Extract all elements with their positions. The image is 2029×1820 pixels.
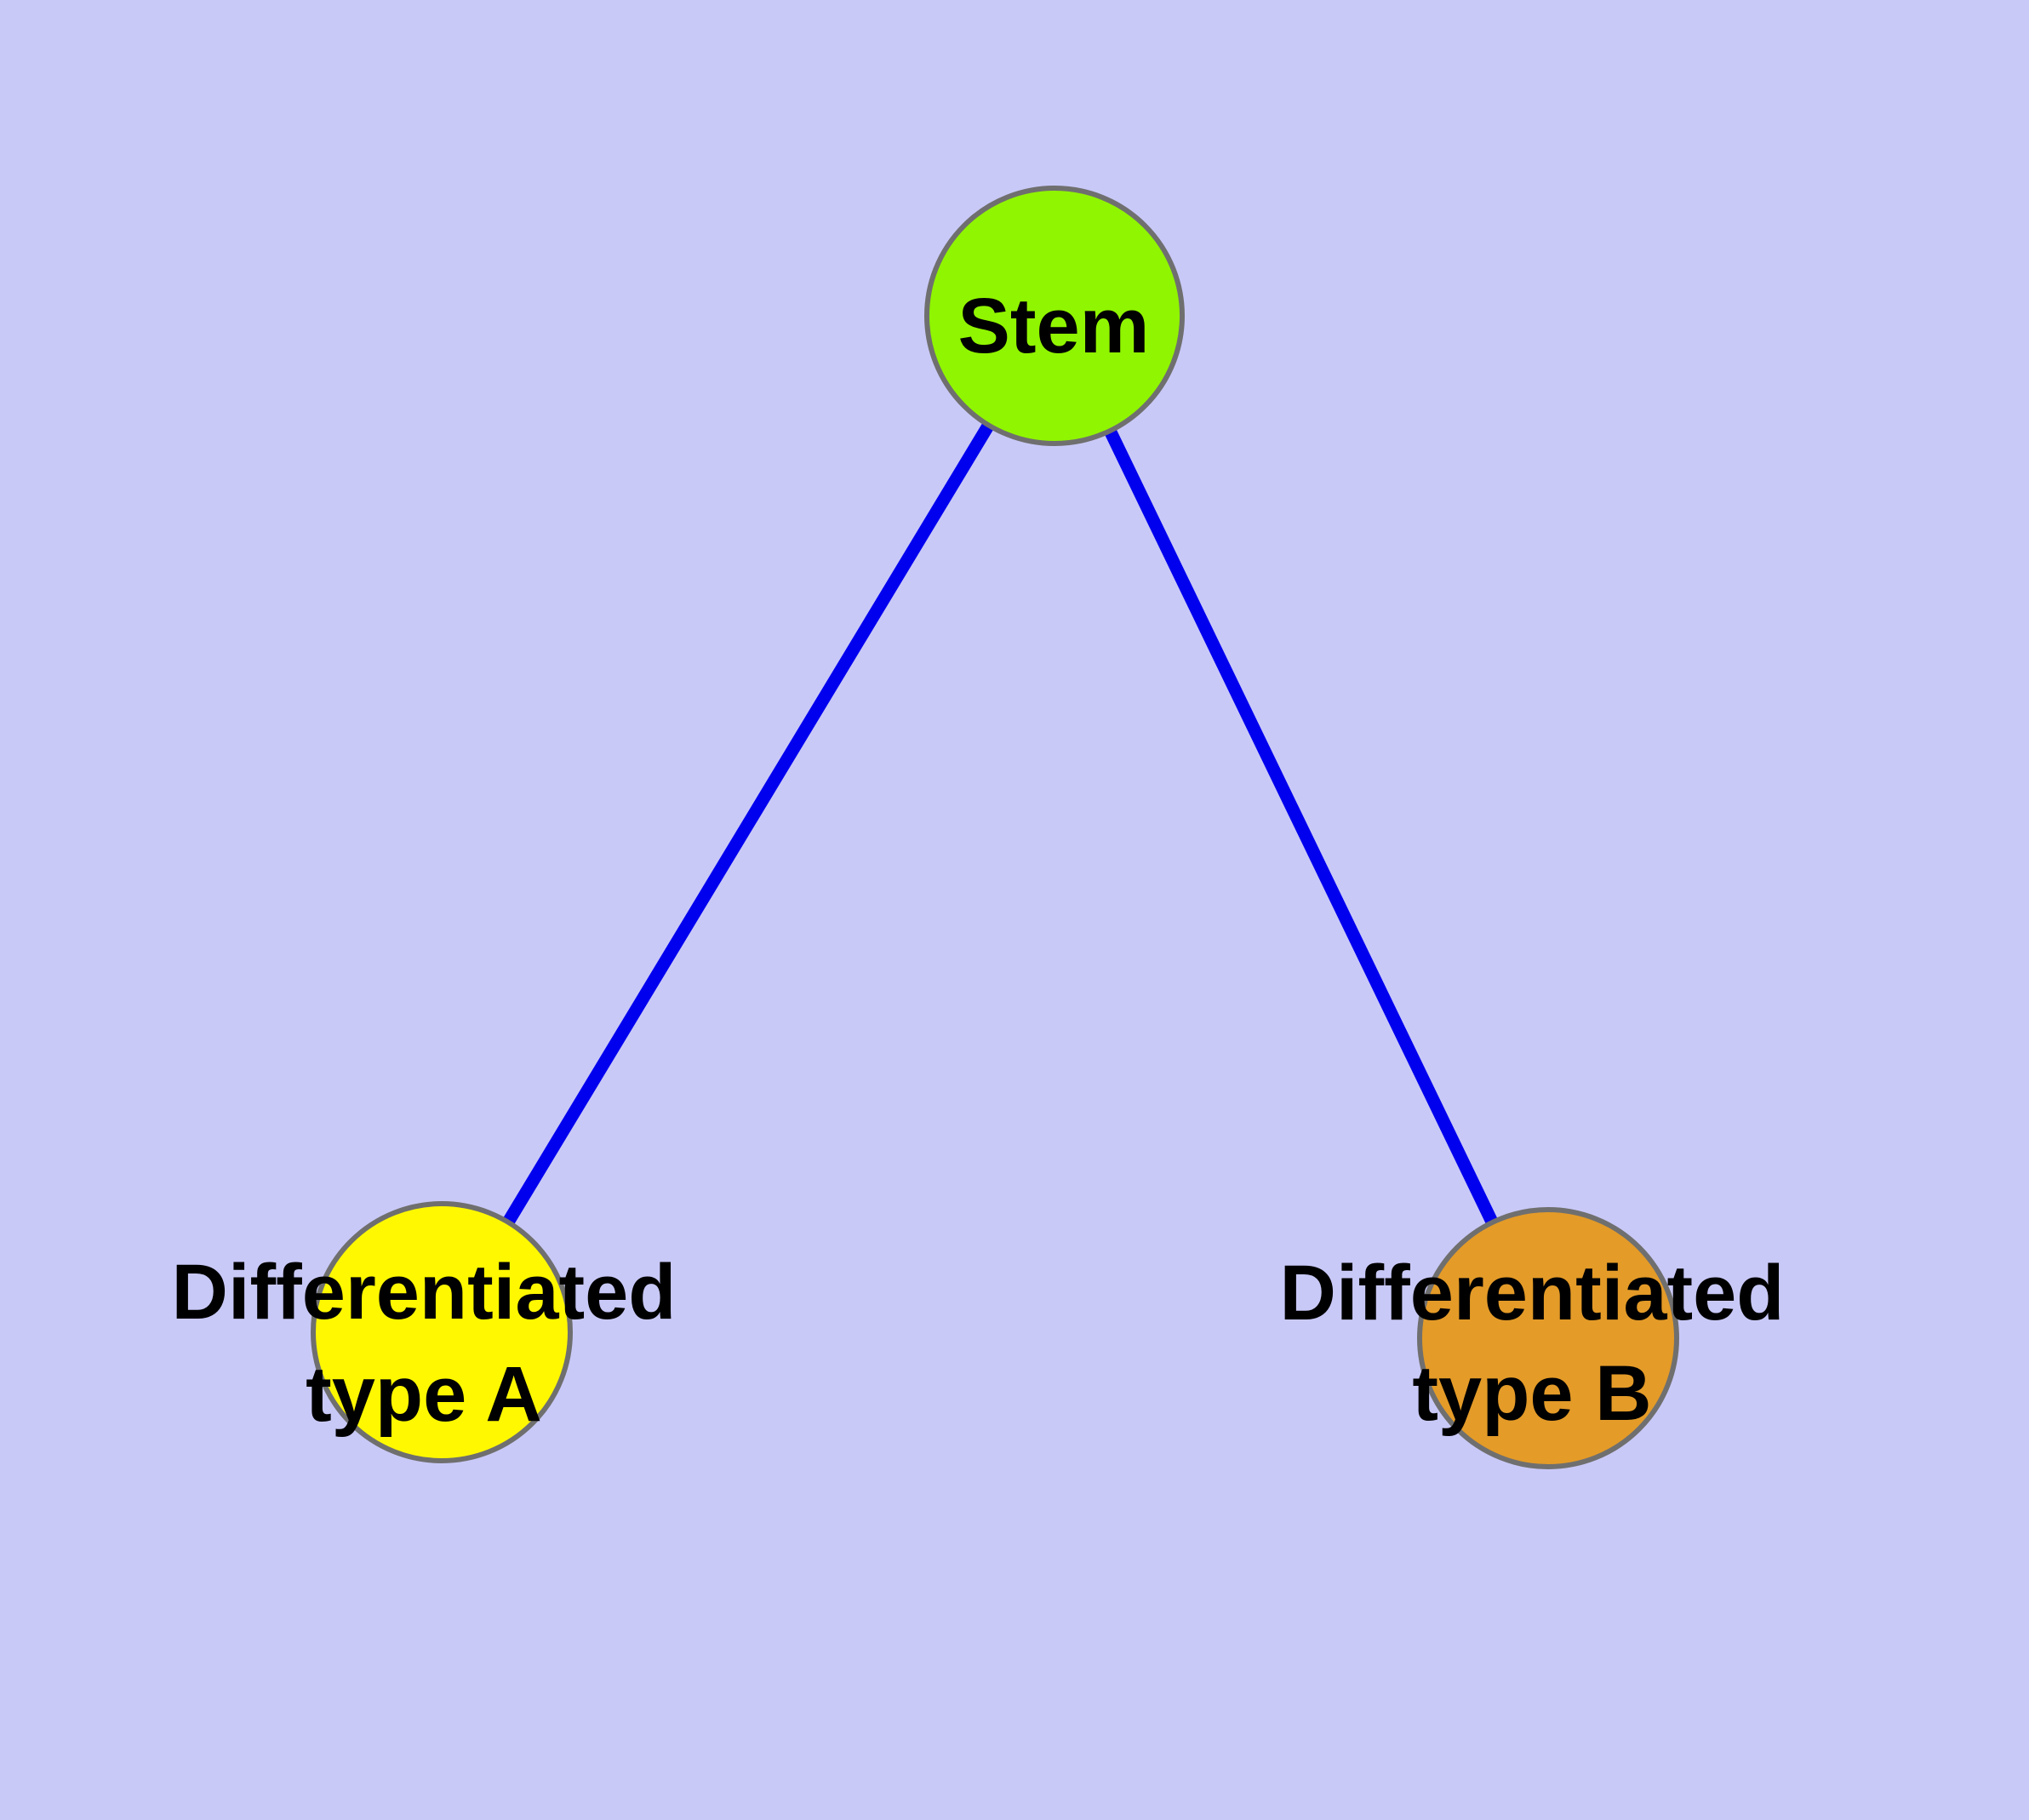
edge-stem-typeB: [1049, 312, 1554, 1342]
edge-stem-typeA: [436, 312, 1060, 1336]
node-typeA-label-line-1: type A: [306, 1351, 542, 1438]
node-typeB-label: Differentiated type B: [1280, 1250, 1785, 1437]
node-typeB-label-line-1: type B: [1412, 1350, 1651, 1437]
node-typeA-circle: [311, 1201, 573, 1463]
node-stem-label-line-0: Stem: [958, 283, 1150, 369]
node-typeA-label-line-0: Differentiated: [172, 1249, 677, 1336]
node-typeA-label: Differentiated type A: [172, 1249, 677, 1438]
node-stem-label: Stem: [958, 283, 1150, 369]
node-typeB-label-line-0: Differentiated: [1280, 1250, 1785, 1336]
node-stem-circle: [924, 186, 1185, 446]
node-typeB-circle: [1417, 1207, 1679, 1469]
